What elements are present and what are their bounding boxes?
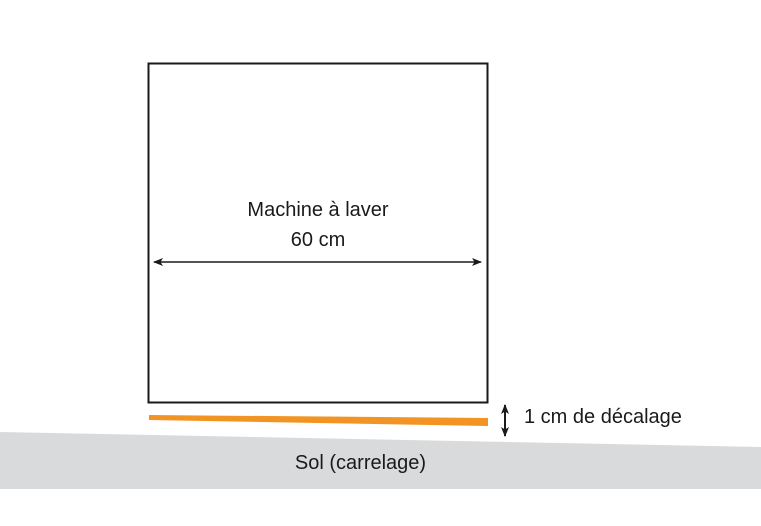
floor-band <box>0 432 761 489</box>
machine-title: Machine à laver <box>247 199 389 221</box>
washing-machine-box <box>147 62 489 404</box>
offset-label: 1 cm de décalage <box>524 406 682 428</box>
floor-label: Sol (carrelage) <box>294 452 427 474</box>
offset-shim <box>149 415 488 426</box>
machine-width-label: 60 cm <box>290 229 346 251</box>
